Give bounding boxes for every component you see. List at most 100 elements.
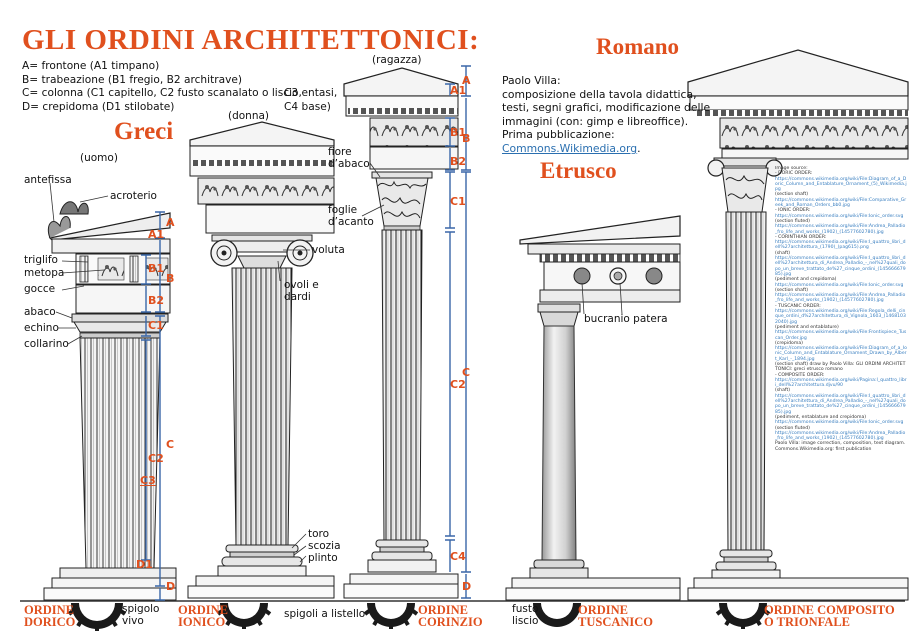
code-b1-corinthian: B1: [450, 126, 467, 139]
composite-shaft: [725, 211, 767, 551]
label-fiore-1: fiore: [328, 146, 352, 158]
source-note-line: Image source:: [775, 166, 808, 171]
dimension-brackets: [141, 65, 471, 601]
order-corinzio-2: CORINZIO: [418, 615, 483, 629]
order-corinzio-1: ORDINE: [418, 603, 469, 617]
legend-c3: C3 entasi,: [284, 87, 338, 100]
code-c4-corinthian: C4: [450, 550, 466, 563]
source-note-line[interactable]: https://commons.wikimedia.org/wiki/File:…: [775, 420, 904, 426]
tuscan-shaft: [541, 325, 577, 561]
code-b-doric: B: [166, 272, 175, 285]
source-note-line[interactable]: https://commons.wikimedia.org/wiki/File:…: [775, 224, 906, 235]
source-note-line: (shaft): [775, 388, 791, 394]
source-note-line[interactable]: https://commons.wikimedia.org/wiki/Pagin…: [775, 377, 907, 389]
legend-c4: C4 base): [284, 100, 331, 113]
label-scozia: scozia: [308, 540, 341, 552]
legend-b: B= trabeazione (B1 fregio, B2 architrave…: [22, 73, 242, 86]
acroterio-ornament: [59, 201, 89, 215]
doric-pediment: [48, 212, 171, 241]
source-note-line[interactable]: https://commons.wikimedia.org/wiki/File:…: [775, 330, 907, 341]
doric-order-drawing: [43, 201, 177, 601]
source-note-line[interactable]: https://commons.wikimedia.org/wiki/File:…: [775, 393, 906, 415]
source-note-line: (shaft): [775, 250, 791, 256]
label-uomo: (uomo): [80, 152, 118, 164]
order-tuscanico-1: ORDINE: [578, 603, 629, 617]
ionic-order-drawing: [187, 121, 335, 599]
label-echino: echino: [24, 322, 59, 334]
order-ionico-2: IONICO: [178, 615, 226, 629]
source-note-line: (pediment and entablature): [775, 324, 839, 330]
label-spigoli-listello: spigoli a listello: [284, 608, 366, 620]
source-note-line[interactable]: https://commons.wikimedia.org/wiki/File:…: [775, 346, 907, 362]
leader-lines: [49, 162, 623, 563]
source-note-line[interactable]: https://commons.wikimedia.org/wiki/File:…: [775, 430, 906, 442]
legend-a: A= frontone (A1 timpano): [22, 60, 160, 72]
code-d1-doric: D1: [136, 558, 153, 571]
order-dorico-1: ORDINE: [24, 603, 75, 617]
code-c2-doric: C2: [148, 452, 164, 465]
corinthian-section-icon: [363, 603, 419, 629]
label-plinto: plinto: [308, 552, 338, 564]
corinthian-order-drawing: [343, 67, 459, 599]
code-b1-doric: B1: [148, 262, 165, 275]
label-acroterio: acroterio: [110, 190, 157, 202]
code-c2-corinthian: C2: [450, 378, 466, 391]
code-c3-doric: C3: [140, 474, 156, 487]
heading-greci: Greci: [114, 118, 174, 145]
patera: [609, 267, 627, 285]
source-note-line[interactable]: https://commons.wikimedia.org/wiki/File:…: [775, 293, 906, 304]
order-composito-2: O TRIONFALE: [764, 615, 851, 629]
source-note-line[interactable]: https://commons.wikimedia.org/wiki/File:…: [775, 176, 907, 193]
credit-line-2: composizione della tavola didattica,: [502, 87, 697, 101]
source-note-line[interactable]: https://commons.wikimedia.org/wiki/File:…: [775, 240, 906, 251]
source-note-line[interactable]: https://commons.wikimedia.org/wiki/File:…: [775, 309, 906, 325]
label-triglifo: triglifo: [24, 254, 58, 266]
label-voluta: voluta: [312, 244, 345, 256]
page-title: GLI ORDINI ARCHITETTONICI:: [22, 24, 480, 56]
source-note-line: - DORIC ORDER:: [775, 171, 813, 177]
label-ragazza: (ragazza): [372, 54, 422, 66]
order-tuscanico-2: TUSCANICO: [578, 615, 654, 629]
label-fiore-2: d’abaco: [328, 158, 370, 170]
label-spigolo-1: spigolo: [122, 603, 160, 615]
legend-d: D= crepidoma (D1 stilobate): [22, 100, 175, 113]
source-note-line: (crepidoma): [775, 340, 803, 346]
code-a-corinthian: A: [462, 74, 471, 87]
label-collarino: collarino: [24, 338, 69, 350]
code-a-doric: A: [166, 216, 175, 229]
composite-order-drawing: [687, 49, 909, 601]
tuscan-order-drawing: [505, 215, 681, 601]
source-note-line: (section shaft): [775, 287, 809, 293]
source-note-line: (section fluted): [775, 218, 810, 224]
source-note-line: - CORINTHIAN ORDER:: [775, 234, 827, 240]
corinthian-shaft: [381, 229, 423, 541]
credit-link-period: .: [637, 141, 641, 155]
label-foglie-1: foglie: [328, 204, 358, 216]
label-metopa: metopa: [24, 267, 65, 279]
code-b2-doric: B2: [148, 294, 165, 307]
code-d-corinthian: D: [462, 580, 472, 593]
bucranio: [573, 267, 591, 285]
tuscan-section-icon: [533, 603, 581, 627]
ionic-section-icon: [216, 603, 272, 629]
source-note-line[interactable]: https://commons.wikimedia.org/wiki/File:…: [775, 256, 906, 277]
source-note-line: (section shaft): [775, 192, 809, 198]
source-note-line[interactable]: https://commons.wikimedia.org/wiki/File:…: [775, 213, 904, 219]
label-bucranio-patera: bucranio patera: [584, 313, 668, 325]
composite-capital: [721, 167, 769, 213]
source-note-line: - COMPOSITE ORDER:: [775, 372, 825, 378]
label-antefissa: antefissa: [24, 174, 72, 186]
label-toro: toro: [308, 528, 330, 540]
code-b-corinthian: B: [462, 132, 471, 145]
source-note-line[interactable]: https://commons.wikimedia.org/wiki/File:…: [775, 197, 907, 209]
source-note-line[interactable]: https://commons.wikimedia.org/wiki/File:…: [775, 282, 904, 288]
image-source-notes: Image source:- DORIC ORDER:https://commo…: [775, 166, 907, 536]
code-c1-doric: C1: [148, 319, 164, 332]
code-b2-corinthian: B2: [450, 155, 467, 168]
commons-link[interactable]: Commons.Wikimedia.org: [502, 141, 638, 155]
source-note-line: (section fluted): [775, 425, 810, 431]
label-ovoli-2: dardi: [284, 291, 311, 303]
composite-section-icon: [715, 603, 771, 629]
label-donna: (donna): [228, 110, 270, 122]
source-note-line: (pediment, entablature and crepidoma): [775, 414, 867, 420]
